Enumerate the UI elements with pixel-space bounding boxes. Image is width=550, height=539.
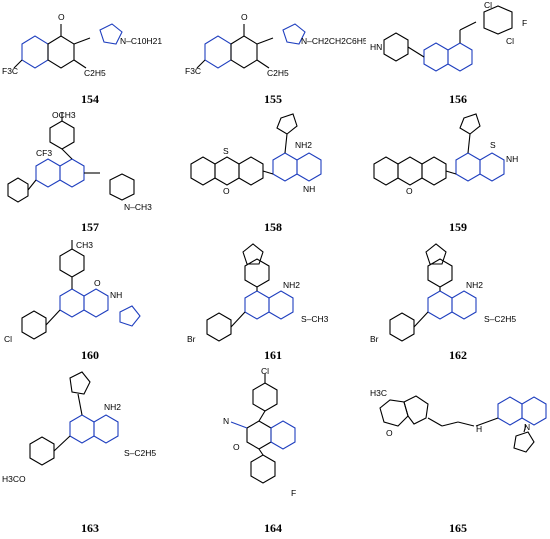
compound-159: S O NH 159	[366, 110, 550, 238]
compound-161: Br NH2 S–CH3 161	[183, 238, 366, 366]
compound-number-159: 159	[449, 220, 467, 234]
structure-162	[389, 243, 477, 342]
compound-number-155: 155	[264, 92, 282, 106]
compound-158: NH2 S O NH 158	[183, 110, 366, 238]
structure-158	[190, 113, 322, 186]
compound-157: OCH3 CF3 N–CH3 157	[0, 110, 183, 238]
structure-155	[196, 23, 306, 69]
compound-160: CH3 Cl O NH 160	[0, 238, 183, 366]
compound-number-165: 165	[449, 521, 467, 535]
compound-number-154: 154	[81, 92, 99, 106]
compound-number-160: 160	[81, 348, 99, 362]
compound-165: H3C O H N 165	[366, 366, 550, 539]
structure-161	[206, 243, 294, 342]
compound-number-162: 162	[449, 348, 467, 362]
compound-163: H3CO NH2 S–C2H5 163	[0, 366, 183, 539]
compound-number-164: 164	[264, 521, 282, 535]
compound-156: HN Cl Cl F 156	[366, 0, 550, 110]
structure-157	[7, 112, 135, 203]
compound-number-161: 161	[264, 348, 282, 362]
structure-154	[13, 23, 123, 69]
structure-160	[21, 240, 141, 340]
structure-159	[373, 113, 505, 186]
compound-number-158: 158	[264, 220, 282, 234]
structure-165	[379, 395, 547, 453]
compound-155: O F3C C2H5 N–CH2CH2C6H5 155	[183, 0, 366, 110]
compound-164: Cl N O F 164	[183, 366, 366, 539]
structure-156	[383, 5, 513, 72]
compound-number-156: 156	[449, 92, 467, 106]
structure-164	[230, 374, 296, 484]
compound-162: Br NH2 S–C2H5 162	[366, 238, 550, 366]
structure-163	[29, 371, 119, 466]
compound-number-157: 157	[81, 220, 99, 234]
compound-154: O F3C C2H5 N–C10H21 154	[0, 0, 183, 110]
compound-number-163: 163	[81, 521, 99, 535]
